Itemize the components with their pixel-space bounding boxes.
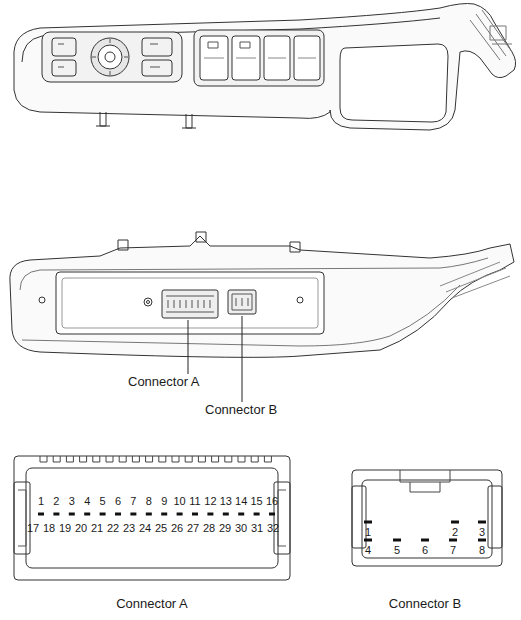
pin-number: 14 <box>235 495 247 507</box>
pin-number: 20 <box>75 522 87 534</box>
pin-number: 8 <box>479 544 485 556</box>
pin-number: 27 <box>187 522 199 534</box>
pin-number: 11 <box>189 495 200 507</box>
pin-number: 15 <box>250 495 262 507</box>
pin-number: 17 <box>27 522 39 534</box>
connector-label: Connector A <box>128 375 200 389</box>
pin-number: 7 <box>450 544 456 556</box>
pin-number: 32 <box>267 522 279 534</box>
pin-number: 12 <box>204 495 216 507</box>
pin-number: 5 <box>394 544 400 556</box>
connector-b-face <box>352 470 502 566</box>
panel-bottom-view <box>10 232 514 402</box>
panel-top-view <box>14 4 516 131</box>
pin-number: 6 <box>115 495 121 507</box>
connector-a-face <box>14 456 290 580</box>
pin-number: 21 <box>91 522 103 534</box>
caption: Connector B <box>389 597 461 611</box>
pin-number: 9 <box>161 495 167 507</box>
pin-number: 23 <box>123 522 135 534</box>
pin-number: 26 <box>171 522 183 534</box>
pin-number: 18 <box>43 522 55 534</box>
pin-number: 31 <box>251 522 263 534</box>
pin-number: 7 <box>130 495 136 507</box>
pin-number: 10 <box>173 495 185 507</box>
connector-label: Connector B <box>205 403 277 417</box>
pin-number: 29 <box>219 522 231 534</box>
pin-number: 13 <box>220 495 232 507</box>
pin-number: 4 <box>365 544 371 556</box>
pin-number: 1 <box>365 526 371 538</box>
pin-number: 3 <box>479 526 485 538</box>
pin-number: 4 <box>84 495 90 507</box>
pin-number: 19 <box>59 522 71 534</box>
pin-number: 24 <box>139 522 151 534</box>
pin-number: 2 <box>53 495 59 507</box>
pin-number: 30 <box>235 522 247 534</box>
pin-number: 3 <box>69 495 75 507</box>
caption: Connector A <box>116 597 188 611</box>
pin-number: 25 <box>155 522 167 534</box>
pin-number: 6 <box>422 544 428 556</box>
pin-number: 8 <box>146 495 152 507</box>
pin-number: 28 <box>203 522 215 534</box>
pin-number: 22 <box>107 522 119 534</box>
pin-number: 2 <box>452 526 458 538</box>
pin-number: 5 <box>100 495 106 507</box>
pin-number: 1 <box>38 495 44 507</box>
pin-number: 16 <box>266 495 278 507</box>
